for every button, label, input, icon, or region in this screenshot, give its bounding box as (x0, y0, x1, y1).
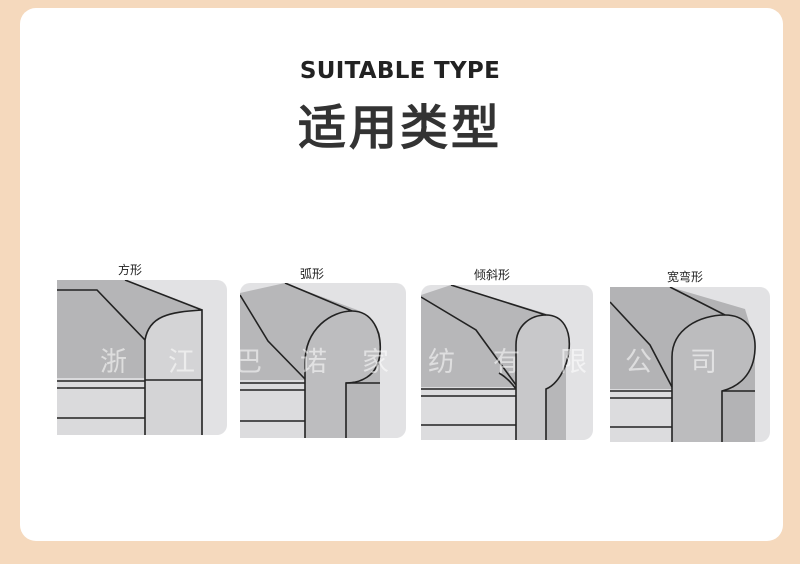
sofa-arm-square-illustration (57, 280, 227, 435)
sofa-arm-slanted-illustration (421, 285, 593, 440)
type-label-wide-curve: 宽弯形 (667, 270, 704, 284)
sofa-arm-wide-curve-illustration (610, 287, 770, 442)
section-subtitle: SUITABLE TYPE (299, 58, 501, 84)
type-label-slanted: 倾斜形 (474, 268, 511, 282)
type-label-square: 方形 (118, 263, 143, 277)
type-label-arc: 弧形 (300, 267, 325, 281)
content-card (20, 8, 783, 541)
sofa-arm-arc-illustration (240, 283, 406, 438)
section-title: 适用类型 (297, 100, 502, 156)
